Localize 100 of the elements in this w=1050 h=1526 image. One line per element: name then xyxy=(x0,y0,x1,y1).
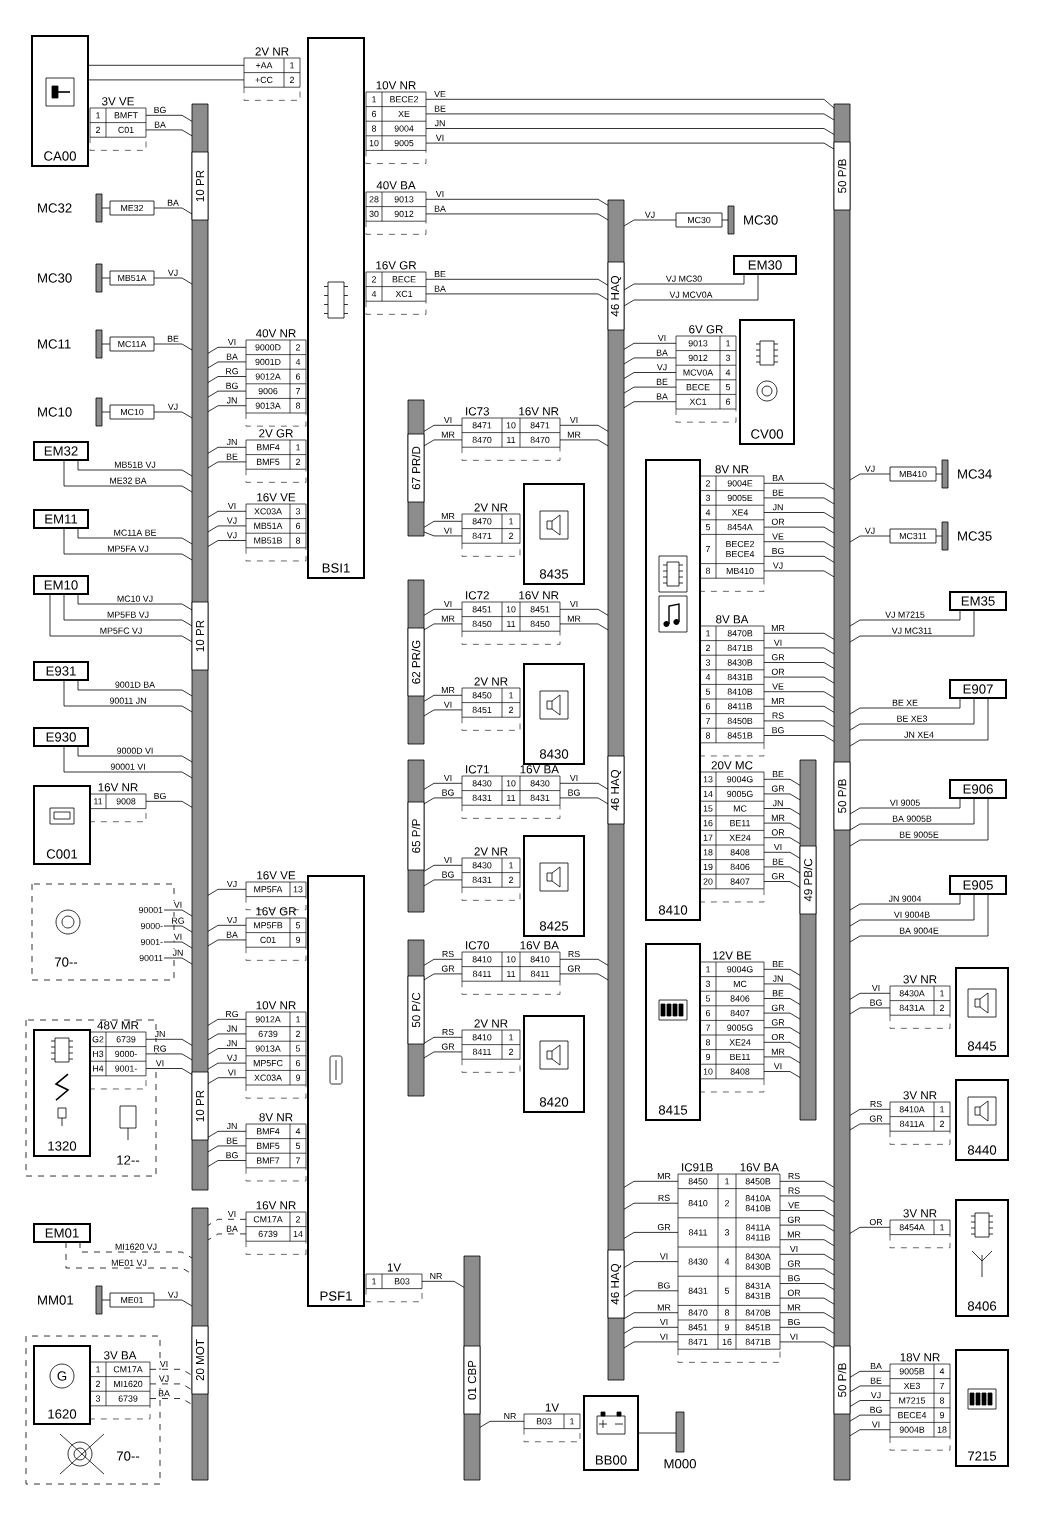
wire xyxy=(153,343,193,351)
wire xyxy=(425,128,835,135)
wire xyxy=(207,1233,247,1241)
wire xyxy=(763,851,801,859)
wire xyxy=(423,782,463,790)
wire xyxy=(207,1130,247,1138)
wire xyxy=(77,679,193,697)
wire xyxy=(779,1283,835,1290)
wire xyxy=(849,473,891,481)
wire xyxy=(559,797,609,805)
wire xyxy=(49,593,193,643)
wire xyxy=(63,527,193,561)
wire xyxy=(849,697,961,715)
wire xyxy=(763,526,835,534)
wire xyxy=(479,1420,525,1428)
wire xyxy=(207,888,247,896)
wire xyxy=(849,1123,891,1131)
wire xyxy=(637,1432,677,1434)
wire xyxy=(849,992,891,1000)
wire xyxy=(763,881,801,888)
wire xyxy=(763,808,801,815)
wire xyxy=(423,973,463,981)
wire xyxy=(207,361,247,369)
wire xyxy=(623,273,759,307)
wire xyxy=(207,346,247,354)
wire xyxy=(77,745,193,763)
wire xyxy=(763,632,835,640)
wire xyxy=(149,1383,193,1391)
wire xyxy=(849,1007,891,1015)
wire xyxy=(559,623,609,631)
wire xyxy=(423,864,463,872)
wire xyxy=(623,357,677,365)
wire xyxy=(623,1261,679,1268)
wire xyxy=(779,1297,835,1305)
wire xyxy=(849,797,961,815)
wire xyxy=(623,1312,679,1320)
wire xyxy=(763,998,801,1005)
wire xyxy=(149,1398,193,1405)
wire xyxy=(779,1210,835,1217)
wire xyxy=(207,525,247,533)
wire xyxy=(849,893,989,943)
wire xyxy=(779,1326,835,1334)
wire xyxy=(559,439,609,447)
wire xyxy=(623,273,745,291)
wire xyxy=(763,735,835,742)
wire xyxy=(149,1368,193,1376)
wire xyxy=(207,1218,247,1226)
wire xyxy=(207,510,247,518)
wire xyxy=(763,512,835,519)
wire xyxy=(623,1232,679,1239)
wire xyxy=(849,893,961,911)
wire xyxy=(425,142,835,150)
wire xyxy=(763,570,835,578)
wire xyxy=(763,1056,801,1064)
wire xyxy=(87,79,245,81)
wire xyxy=(423,623,463,631)
wire xyxy=(63,679,193,713)
wire xyxy=(849,1226,891,1234)
wire xyxy=(623,1180,679,1188)
wire xyxy=(779,1180,835,1188)
wire xyxy=(65,1241,193,1275)
wire xyxy=(423,958,463,966)
wire xyxy=(207,1145,247,1153)
wire xyxy=(207,1077,247,1085)
wire xyxy=(559,608,609,616)
wire xyxy=(207,390,247,398)
wire xyxy=(849,1370,891,1378)
wire xyxy=(425,198,609,206)
wire xyxy=(623,219,677,227)
wire xyxy=(423,424,463,432)
wire xyxy=(87,64,245,66)
wire xyxy=(145,129,193,137)
wire xyxy=(207,939,247,947)
wire xyxy=(763,793,801,801)
wire xyxy=(423,709,463,717)
wire xyxy=(559,958,609,966)
wire xyxy=(63,745,193,779)
wire xyxy=(763,647,835,655)
wire xyxy=(779,1224,835,1232)
wire xyxy=(153,1299,193,1307)
wire xyxy=(849,609,975,643)
wire xyxy=(623,1202,679,1210)
wire xyxy=(63,593,193,627)
wire xyxy=(849,697,989,747)
wire xyxy=(763,1071,801,1078)
wire xyxy=(423,439,463,447)
wire xyxy=(207,924,247,932)
wire xyxy=(779,1253,835,1261)
wire xyxy=(423,694,463,702)
wire xyxy=(145,800,193,808)
wire xyxy=(623,372,677,379)
wire xyxy=(623,386,677,394)
wire xyxy=(207,446,247,454)
wire xyxy=(163,909,193,917)
wire xyxy=(849,797,989,847)
wire xyxy=(779,1195,835,1203)
wire xyxy=(763,983,801,991)
wire xyxy=(207,1062,247,1070)
wire xyxy=(163,925,193,933)
wire xyxy=(623,1341,679,1349)
